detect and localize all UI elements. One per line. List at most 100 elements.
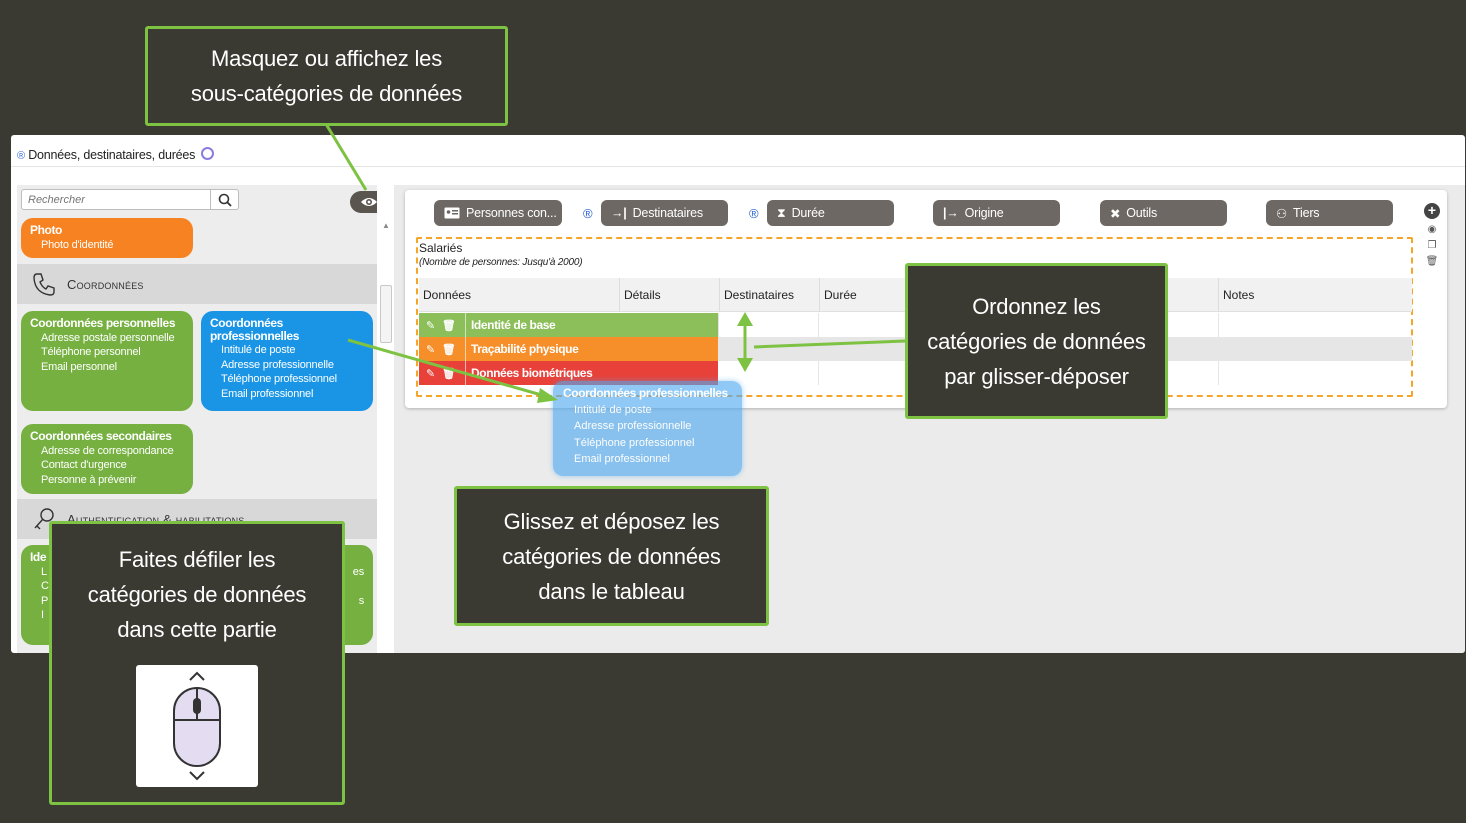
header-donnees: Données [423, 288, 472, 302]
card-title: Coordonnées personnelles [30, 316, 176, 330]
group-subtitle: (Nombre de personnes: Jusqu'à 2000) [419, 257, 583, 268]
category-label: Identité de base [465, 313, 556, 337]
category-cell[interactable]: ✎ 🗑 Identité de base [419, 313, 718, 337]
category-card-coord-pro[interactable]: Coordonnées professionnelles Intitulé de… [201, 311, 373, 411]
callout-text: Ordonnez les [972, 293, 1101, 319]
copy-icon[interactable]: ❐ [1427, 240, 1437, 251]
card-item: Adresse de correspondance [41, 444, 174, 457]
edit-icon[interactable]: ✎ [426, 319, 435, 332]
callout-text: sous-catégories de données [190, 81, 463, 106]
category-card-coord-perso[interactable]: Coordonnées personnelles Adresse postale… [21, 311, 193, 411]
scroll-up-icon[interactable]: ▲ [382, 221, 390, 230]
card-title: Coordonnées professionnelles [563, 386, 728, 400]
tab-label: Tiers [1293, 206, 1320, 220]
arrow-to-bar-icon: →| [611, 206, 627, 220]
tab-tiers[interactable]: ⚇ Tiers [1266, 200, 1393, 226]
page-title: ® Données, destinataires, durées [17, 147, 214, 162]
registered-icon: ® [749, 206, 759, 221]
category-label: Traçabilité physique [465, 337, 579, 361]
trash-icon[interactable]: 🗑 [441, 343, 456, 356]
section-label: Coordonnées [67, 276, 144, 292]
table-row[interactable]: ✎ 🗑 Identité de base [419, 313, 1412, 337]
scrollbar-thumb[interactable] [380, 285, 392, 343]
eye-icon[interactable]: ◉ [1427, 224, 1437, 235]
edit-icon[interactable]: ✎ [426, 343, 435, 356]
card-item: L [41, 565, 47, 578]
header-details: Détails [619, 278, 719, 312]
table-cell [1218, 337, 1219, 361]
card-item: Email personnel [41, 360, 117, 373]
enter-icon: |→ [943, 206, 959, 220]
category-cell[interactable]: ✎ 🗑 Traçabilité physique [419, 337, 718, 361]
card-title: Ide [30, 550, 47, 564]
callout-text: catégories de données [927, 328, 1146, 354]
card-item: C [41, 580, 49, 592]
callout-text: Faites défiler les [118, 547, 276, 572]
group-title: Salariés [419, 241, 463, 255]
table-cell [1218, 361, 1219, 385]
card-title: Photo [30, 223, 62, 237]
page-title-text: Données, destinataires, durées [28, 148, 196, 162]
category-card-coord-sec[interactable]: Coordonnées secondaires Adresse de corre… [21, 424, 193, 494]
tab-outils[interactable]: ✖ Outils [1100, 200, 1227, 226]
table-cell [718, 313, 719, 337]
tab-duree[interactable]: ⧗ Durée [767, 200, 894, 226]
card-title: Coordonnées secondaires [30, 429, 172, 443]
edit-icon[interactable]: ✎ [426, 367, 435, 380]
tab-label: Destinataires [632, 206, 704, 220]
card-item: P [41, 594, 49, 607]
card-item: Personne à prévenir [41, 473, 137, 486]
settings-gear-icon[interactable] [200, 147, 214, 160]
app-header: ® Données, destinataires, durées [11, 135, 1465, 167]
tools-icon: ✖ [1110, 206, 1121, 221]
callout-drag-drop: Glissez et déposez les catégories de don… [454, 486, 769, 626]
callout-order: Ordonnez les catégories de données par g… [905, 263, 1168, 419]
category-card-photo[interactable]: Photo Photo d'identité [21, 218, 193, 258]
category-scrollbar[interactable]: ▲ [380, 221, 392, 653]
card-item: es [352, 566, 364, 578]
header-notes: Notes [1218, 278, 1412, 312]
dragged-category-card[interactable]: Coordonnées professionnelles Intitulé de… [553, 381, 742, 476]
card-title: Coordonnées [210, 316, 283, 330]
toggle-subcategories-button[interactable] [350, 191, 377, 213]
tab-destinataires[interactable]: →| Destinataires [601, 200, 728, 226]
tab-label: Personnes con... [466, 206, 557, 220]
card-item: Adresse professionnelle [221, 358, 334, 371]
trash-icon[interactable]: 🗑 [441, 367, 456, 380]
callout-text: Masquez ou affichez les [210, 46, 443, 71]
tab-label: Durée [791, 206, 825, 220]
mouse-illustration [136, 665, 258, 787]
header-destinataires: Destinataires [719, 278, 819, 312]
callout-text: catégories de données [502, 543, 721, 569]
search-icon [218, 193, 232, 207]
trash-icon[interactable]: 🗑 [1425, 256, 1439, 267]
card-item: Email professionnel [221, 387, 314, 400]
table-side-actions: + ◉ ❐ 🗑 [1424, 203, 1440, 267]
card-item: Photo d'identité [41, 238, 114, 251]
callout-text: catégories de données [87, 582, 307, 607]
callout-scroll: Faites défiler les catégories de données… [49, 521, 345, 805]
table-cell [818, 313, 819, 337]
card-item: Adresse postale personnelle [41, 331, 175, 344]
add-icon[interactable]: + [1424, 203, 1440, 219]
card-item: Intitulé de poste [221, 344, 296, 356]
search-button[interactable] [210, 190, 238, 209]
card-item: Email professionnel [574, 453, 670, 465]
people-icon: ⚇ [1276, 206, 1288, 221]
card-item: Téléphone professionnel [574, 436, 695, 449]
table-cell [818, 361, 819, 385]
trash-icon[interactable]: 🗑 [441, 319, 456, 332]
mouse-scroll-icon [173, 671, 221, 781]
search-input[interactable] [22, 190, 208, 210]
card-item: I [41, 609, 44, 621]
tab-origine[interactable]: |→ Origine [933, 200, 1060, 226]
callout-text: dans cette partie [117, 617, 277, 642]
id-card-icon [444, 207, 460, 219]
card-item: s [358, 594, 365, 607]
callout-text: Glissez et déposez les [503, 508, 720, 534]
tab-label: Outils [1126, 206, 1158, 220]
section-coordonnees[interactable]: Coordonnées [17, 264, 377, 304]
card-item: Téléphone professionnel [221, 373, 337, 385]
table-cell [818, 337, 819, 361]
tab-personnes[interactable]: Personnes con... [434, 200, 562, 226]
